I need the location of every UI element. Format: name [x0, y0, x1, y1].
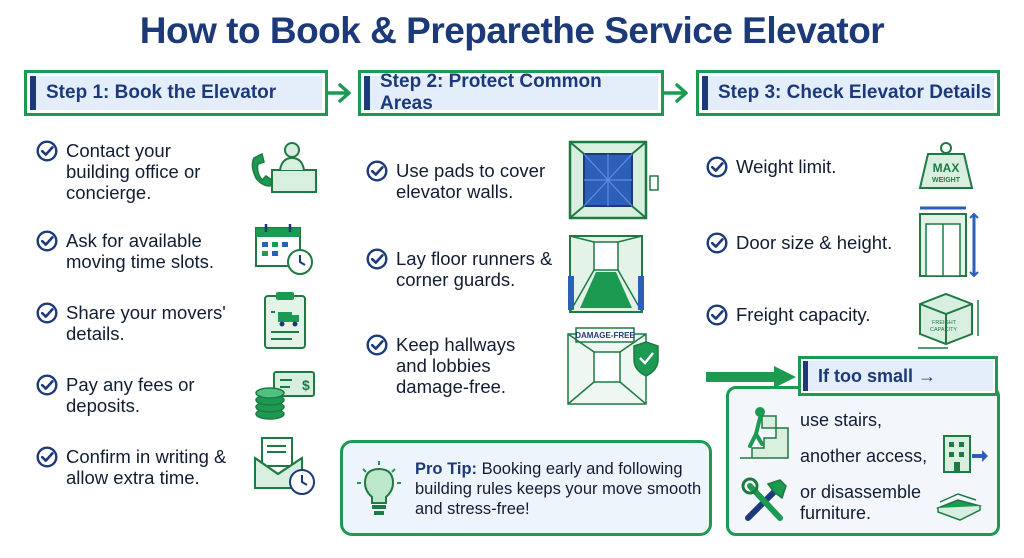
check-circle-icon — [36, 302, 58, 324]
item-text: Confirm in writing & allow extra time. — [66, 446, 227, 488]
elevator-door-measure-icon — [919, 206, 979, 278]
if-too-small-label: If too small → — [803, 361, 993, 391]
item-text: Freight capacity. — [736, 304, 871, 325]
check-circle-icon — [36, 446, 58, 468]
item-text: Lay floor runners & corner guards. — [396, 248, 553, 290]
item-text: Contact your building office or concierg… — [66, 140, 201, 203]
check-circle-icon — [706, 156, 728, 178]
step-3-label: Step 3: Check Elevator Details — [702, 76, 994, 110]
item-text: Ask for available moving time slots. — [66, 230, 215, 272]
item-text: Door size & height. — [736, 232, 893, 253]
option-text: another access, — [800, 446, 928, 466]
svg-text:FREIGHT: FREIGHT — [932, 320, 957, 326]
list-item: Share your movers' details. — [36, 302, 246, 344]
list-item: Keep hallways and lobbies damage-free. — [366, 334, 546, 397]
receptionist-phone-icon — [251, 142, 317, 193]
option-text: use stairs, — [800, 410, 883, 430]
item-text: Keep hallways and lobbies damage-free. — [396, 334, 516, 397]
envelope-clock-icon — [254, 437, 315, 495]
item-text: Weight limit. — [736, 156, 837, 177]
list-item: Ask for available moving time slots. — [36, 230, 236, 272]
damage-free-hallway-icon: DAMAGE-FREE — [567, 327, 659, 405]
list-item: Contact your building office or concierg… — [36, 140, 236, 203]
check-circle-icon — [366, 334, 388, 356]
check-circle-icon — [36, 374, 58, 396]
flat-pack-furniture-icon — [935, 493, 983, 521]
svg-text:CAPACITY: CAPACITY — [930, 327, 957, 333]
pro-tip-body: Booking early and following building rul… — [415, 460, 702, 518]
check-circle-icon — [366, 160, 388, 182]
padded-elevator-icon — [568, 140, 659, 220]
svg-text:DAMAGE-FREE: DAMAGE-FREE — [575, 331, 635, 340]
coins-bill-icon: $ — [255, 371, 315, 420]
lightbulb-icon — [357, 461, 401, 515]
max-weight-icon: MAX WEIGHT — [918, 142, 974, 189]
arrow-right-icon — [326, 83, 351, 103]
step-2-header: Step 2: Protect Common Areas — [358, 70, 664, 116]
clipboard-truck-icon — [264, 292, 306, 349]
option-text: or disassemble furniture. — [800, 482, 922, 523]
stairs-carry-icon — [740, 407, 789, 459]
check-circle-icon — [36, 230, 58, 252]
item-text: Share your movers' details. — [66, 302, 226, 344]
list-item: Lay floor runners & corner guards. — [366, 248, 566, 290]
svg-text:MAX: MAX — [933, 161, 960, 175]
svg-text:$: $ — [302, 377, 310, 393]
floor-runner-icon — [568, 235, 644, 313]
list-item: Pay any fees or deposits. — [36, 374, 196, 416]
check-circle-icon — [706, 232, 728, 254]
step-1-header: Step 1: Book the Elevator — [24, 70, 328, 116]
freight-box-icon: FREIGHT CAPACITY — [918, 292, 979, 349]
pro-tip-label: Pro Tip: — [415, 460, 478, 478]
list-item: Weight limit. — [706, 156, 906, 178]
step-1-label: Step 1: Book the Elevator — [30, 76, 322, 110]
check-circle-icon — [706, 304, 728, 326]
pro-tip-text: Pro Tip: Booking early and following bui… — [415, 459, 705, 519]
svg-text:WEIGHT: WEIGHT — [932, 177, 961, 184]
pro-tip-box: Pro Tip: Booking early and following bui… — [340, 440, 712, 536]
building-arrow-icon — [943, 435, 988, 473]
check-circle-icon — [36, 140, 58, 162]
list-item: Door size & height. — [706, 232, 906, 254]
if-too-small-header: If too small → — [798, 356, 998, 396]
list-item: Confirm in writing & allow extra time. — [36, 446, 246, 488]
list-item: Freight capacity. — [706, 304, 906, 326]
calendar-clock-icon — [255, 224, 313, 275]
arrow-right-icon — [663, 83, 688, 103]
item-text: Pay any fees or deposits. — [66, 374, 195, 416]
tools-icon — [741, 477, 787, 521]
item-text: Use pads to cover elevator walls. — [396, 160, 546, 202]
list-item: Use pads to cover elevator walls. — [366, 160, 566, 202]
check-circle-icon — [366, 248, 388, 270]
step-2-label: Step 2: Protect Common Areas — [364, 71, 658, 114]
step-3-header: Step 3: Check Elevator Details — [696, 70, 1000, 116]
page-title: How to Book & Preparethe Service Elevato… — [139, 10, 885, 51]
big-arrow-right-icon — [706, 366, 796, 388]
